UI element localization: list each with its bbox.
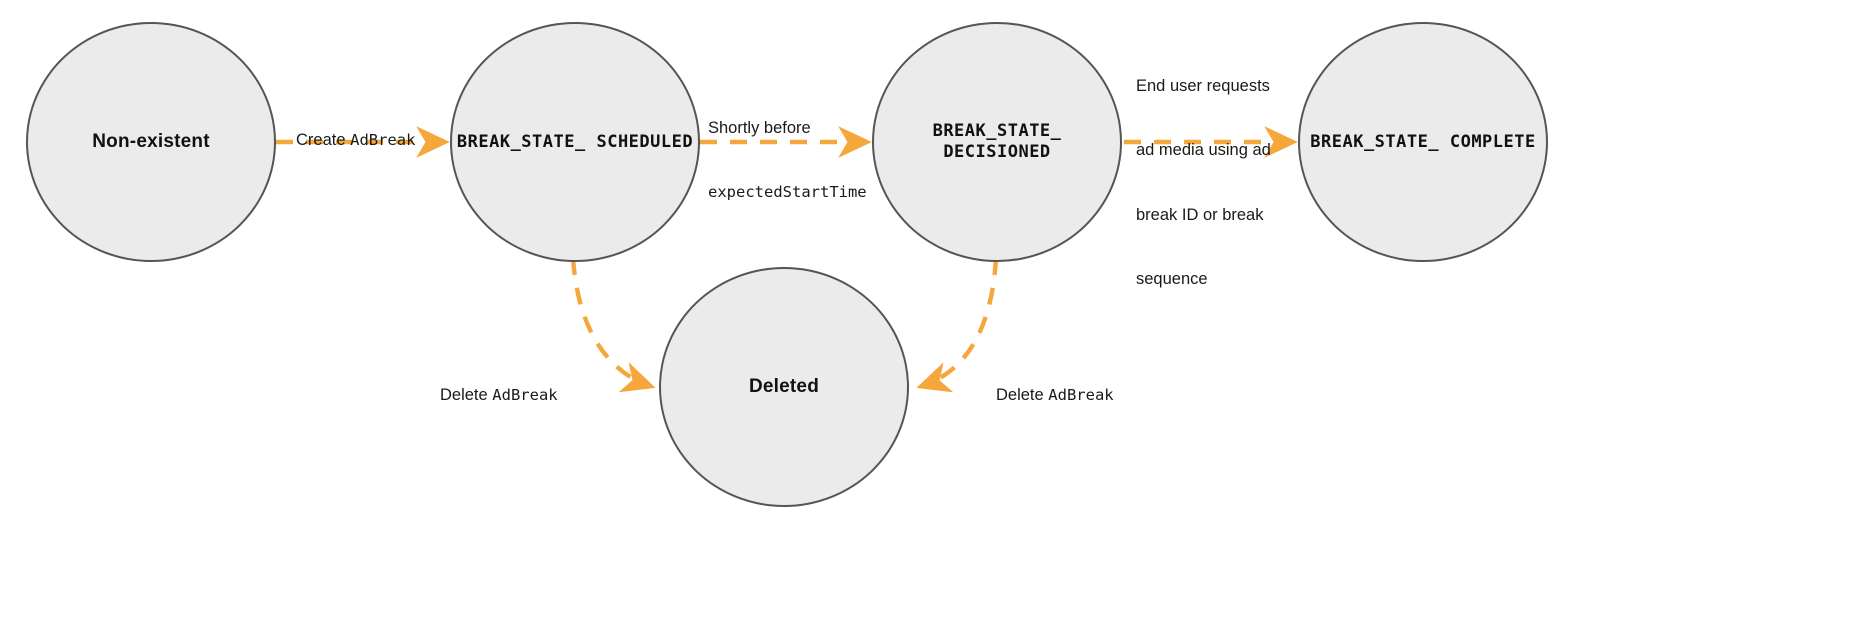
node-label: BREAK_STATE_ COMPLETE (1310, 131, 1536, 152)
node-label: Deleted (748, 376, 820, 398)
edge-label-delete-from-decisioned: Delete AdBreak (996, 385, 1114, 404)
node-break-state-complete[interactable]: BREAK_STATE_ COMPLETE (1298, 22, 1548, 262)
node-deleted[interactable]: Deleted (659, 267, 909, 507)
edge-delete-from-decisioned (916, 257, 999, 393)
edge-label-end-user-requests: End user requests ad media using ad brea… (1136, 76, 1271, 288)
node-label: Non-existent (92, 131, 210, 153)
node-break-state-scheduled[interactable]: BREAK_STATE_ SCHEDULED (450, 22, 700, 262)
edge-label-delete-from-scheduled: Delete AdBreak (440, 385, 558, 404)
edge-label-create-adbreak: Create AdBreak (296, 130, 416, 149)
edge-delete-from-scheduled (570, 257, 656, 393)
node-label: BREAK_STATE_ DECISIONED (932, 121, 1062, 162)
edge-label-shortly-before: Shortly before expectedStartTime (708, 118, 867, 202)
node-non-existent[interactable]: Non-existent (26, 22, 276, 262)
node-break-state-decisioned[interactable]: BREAK_STATE_ DECISIONED (872, 22, 1122, 262)
node-label: BREAK_STATE_ SCHEDULED (456, 131, 694, 152)
